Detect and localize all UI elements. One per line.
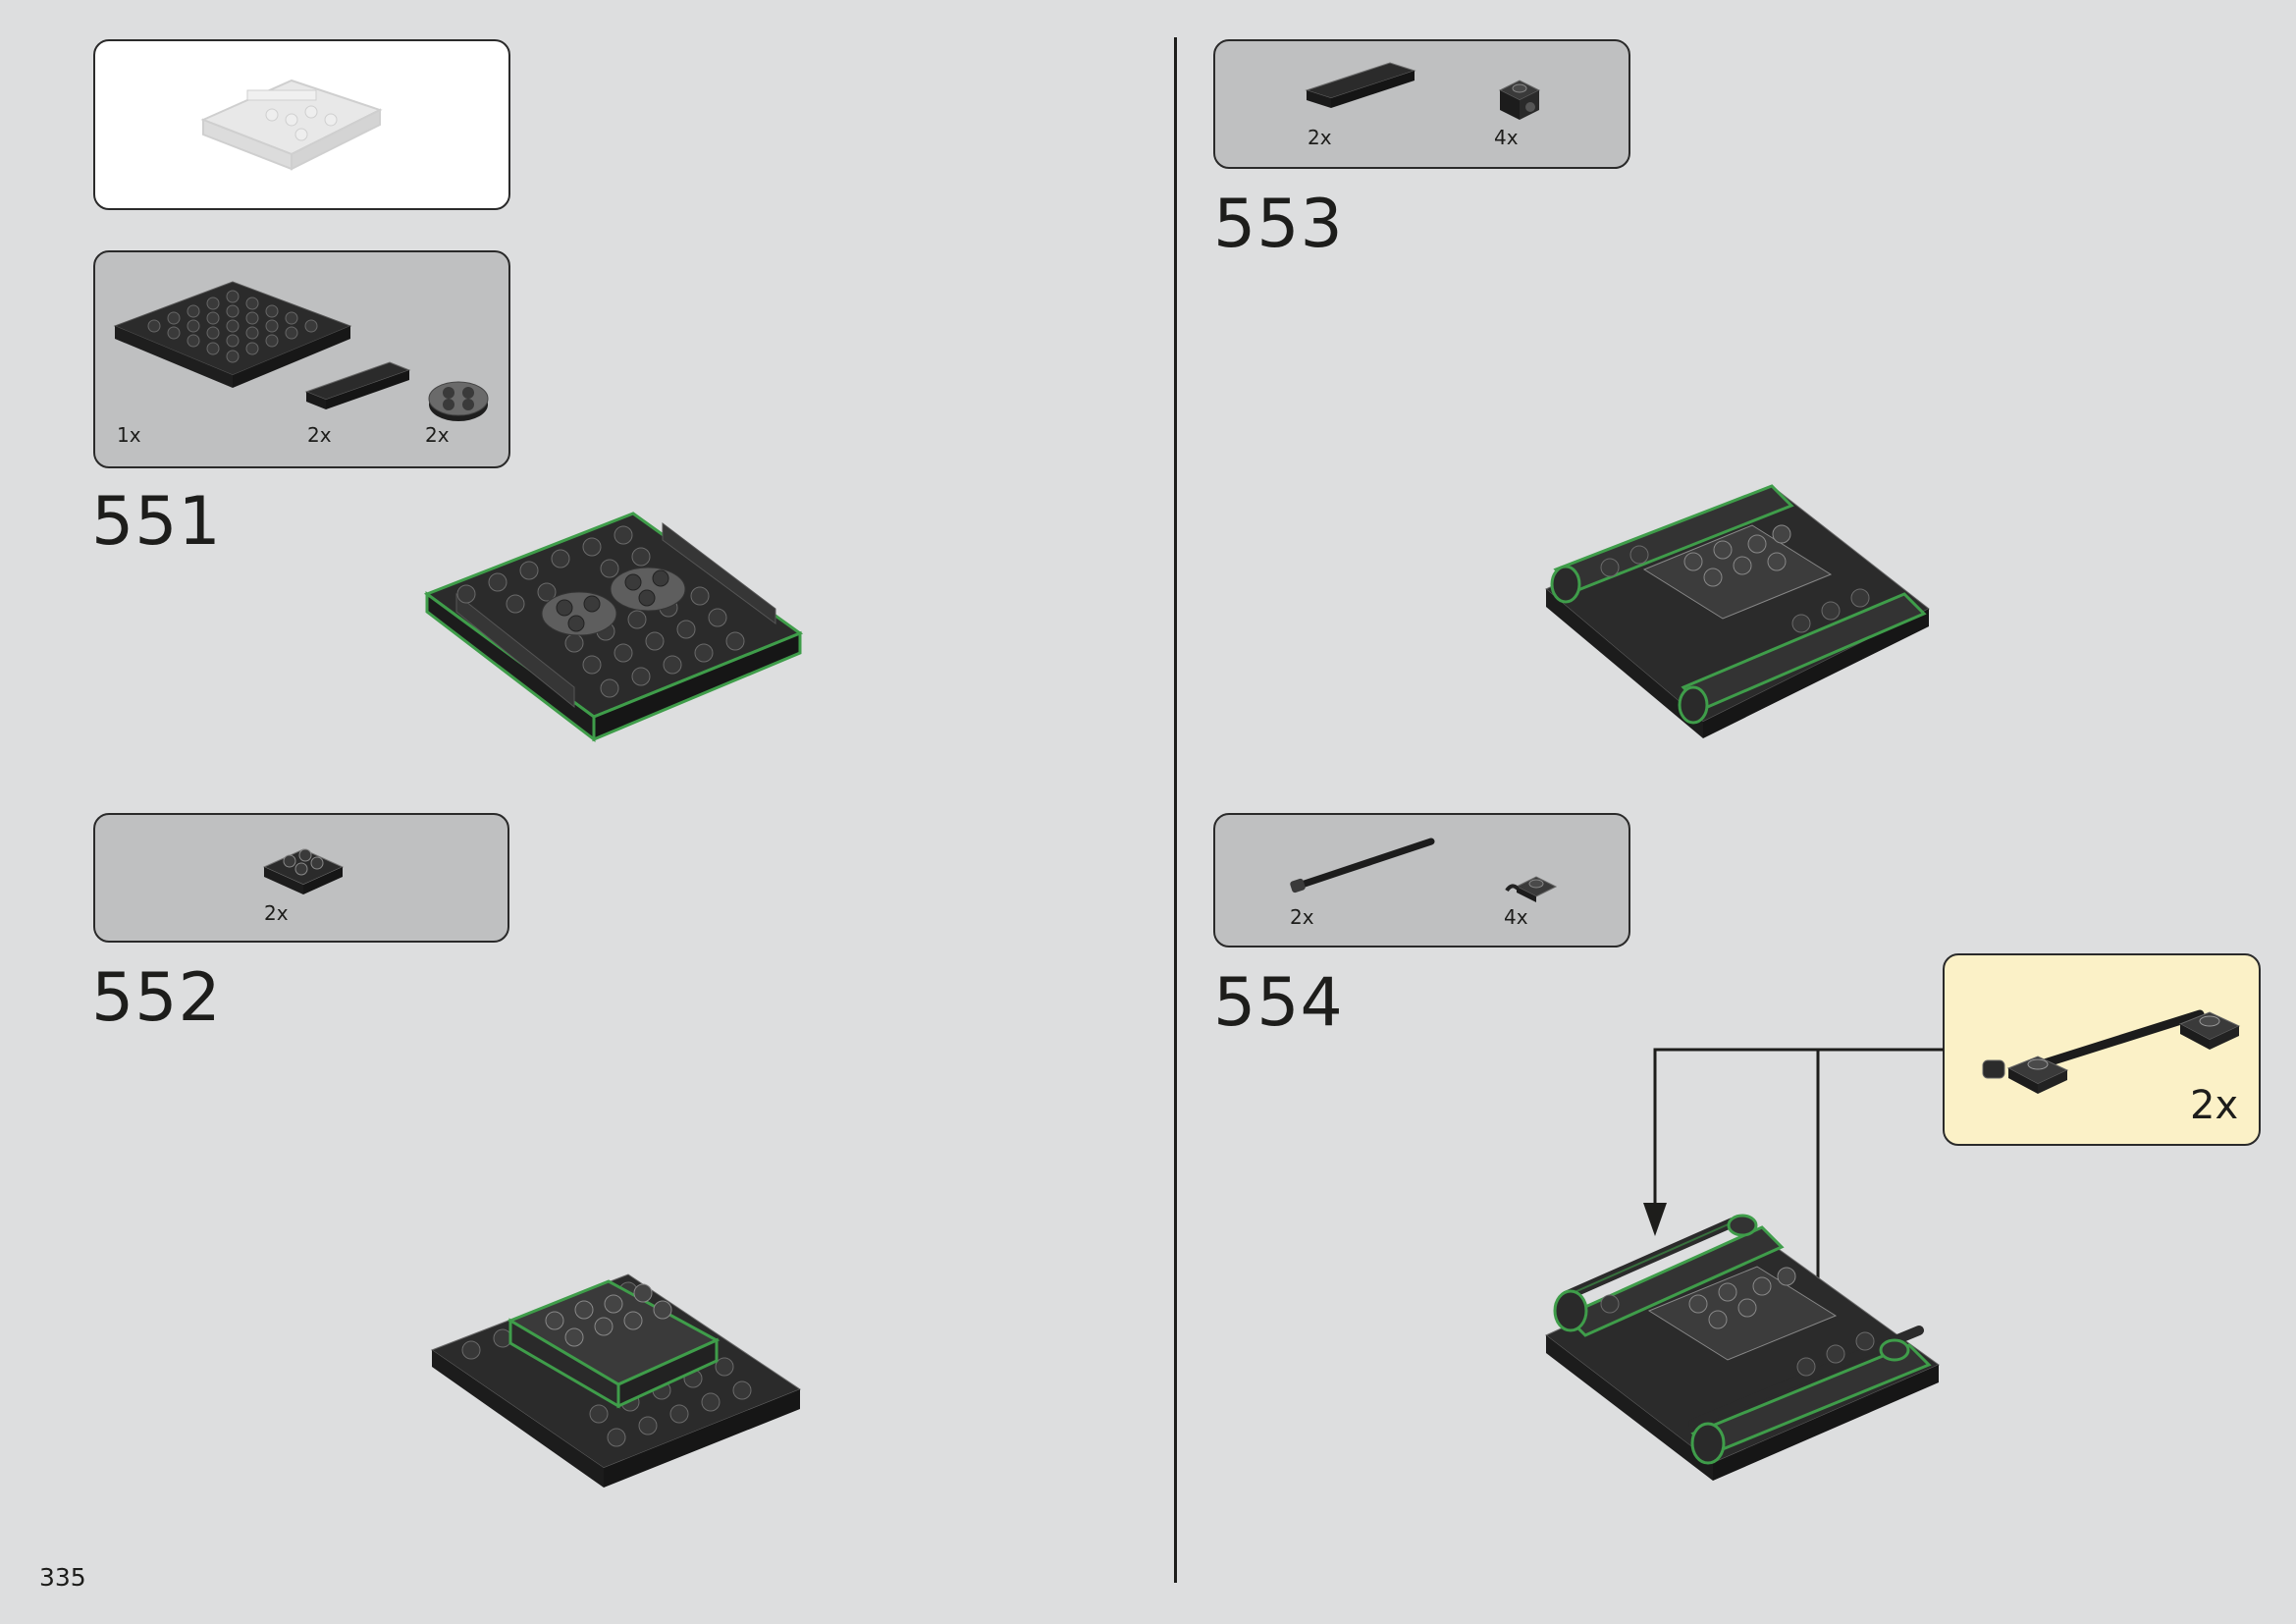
page-divider (1174, 37, 1177, 1583)
part-qty: 4x (1504, 905, 1528, 929)
step-number-554: 554 (1213, 964, 1344, 1042)
part-qty: 2x (307, 423, 332, 447)
step-number-552: 552 (91, 959, 222, 1037)
part-qty: 2x (1308, 126, 1332, 149)
step-number-551: 551 (91, 483, 222, 561)
step-551-assembly-icon (423, 512, 804, 743)
clip-plate-icon (1505, 876, 1558, 902)
page-number: 335 (39, 1563, 86, 1592)
tile-1x4-icon (1305, 62, 1416, 108)
step-554-assembly-icon (1545, 1214, 1941, 1481)
step-number-553: 553 (1213, 186, 1344, 263)
part-qty: 4x (1494, 126, 1519, 149)
bracket-1x1-icon (1498, 80, 1541, 120)
parts-list-554: 2x 4x (1213, 813, 1630, 947)
plate-stack-subassembly-icon (262, 848, 345, 894)
part-qty: 2x (264, 901, 289, 925)
callout-qty: 2x (2190, 1083, 2239, 1128)
round-plate-2x2-icon (428, 381, 489, 421)
plate-6x6-icon (113, 281, 352, 388)
step-552-assembly-icon (430, 1273, 802, 1488)
submodel-preview-box (93, 39, 510, 210)
submodel-preview-icon (200, 79, 383, 171)
parts-list-551: 1x 2x 2x (93, 250, 510, 468)
part-qty: 2x (425, 423, 450, 447)
bar-icon (1290, 838, 1435, 893)
step-553-assembly-icon (1545, 484, 1930, 738)
parts-list-553: 2x 4x (1213, 39, 1630, 169)
parts-list-552: 2x (93, 813, 509, 943)
bar-with-clips-subassembly-icon (1982, 1009, 2241, 1094)
part-qty: 1x (117, 423, 141, 447)
subassembly-callout: 2x (1943, 953, 2261, 1146)
part-qty: 2x (1290, 905, 1314, 929)
tile-1x4-icon (304, 361, 411, 409)
